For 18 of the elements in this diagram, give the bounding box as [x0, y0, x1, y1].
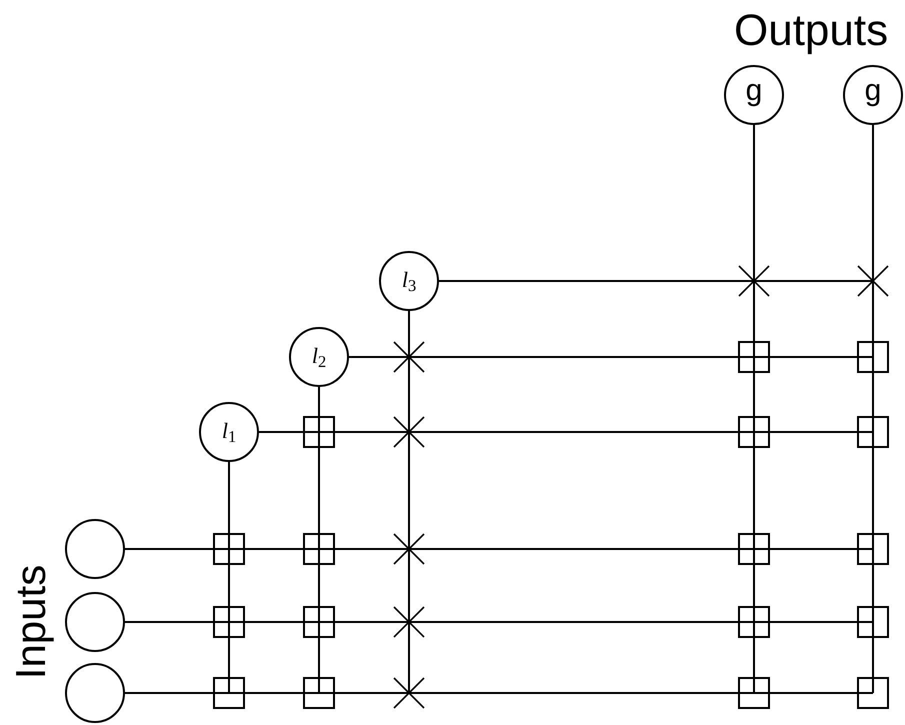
connector-line: [408, 311, 410, 693]
connector-line: [318, 387, 320, 693]
node-label: l$_{1}$: [222, 420, 236, 442]
connector-line: [872, 125, 874, 693]
connector-line: [125, 548, 873, 550]
node-label: g: [864, 76, 882, 106]
connector-line: [259, 431, 873, 433]
group-label: Outputs: [734, 9, 888, 53]
connector-line: [753, 125, 755, 693]
connector-line: [125, 621, 873, 623]
connector-line: [228, 462, 230, 693]
node-label: l$_{3}$: [402, 269, 416, 291]
connector-line: [125, 692, 873, 694]
group-label: Inputs: [10, 564, 52, 680]
connector-line: [439, 280, 873, 282]
node-label: g: [746, 76, 762, 106]
node-label: l$_{2}$: [312, 345, 326, 367]
connector-line: [349, 356, 873, 358]
